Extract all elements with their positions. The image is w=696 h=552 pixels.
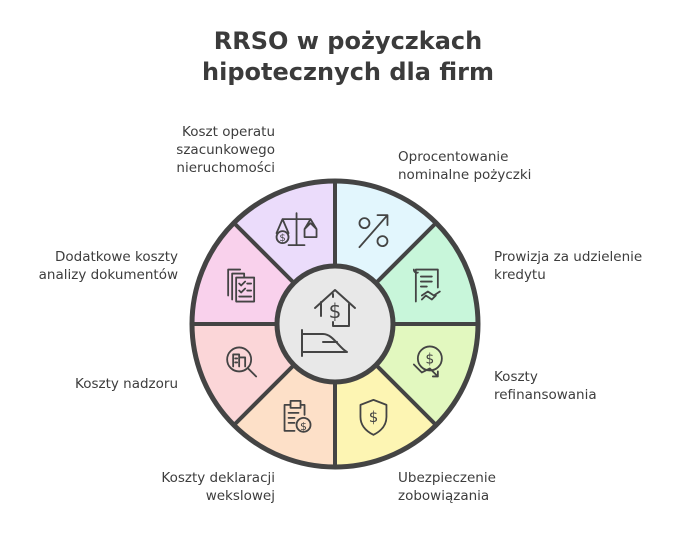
label-line: szacunkowego [176, 142, 275, 158]
percent-arrow-icon [358, 214, 389, 249]
label-line: refinansowania [494, 387, 597, 403]
svg-text:$: $ [425, 351, 434, 367]
house-dollar-hand-icon: $ [301, 289, 356, 357]
title-line-2: hipotecznych dla firm [202, 58, 494, 86]
segment-divider [374, 221, 438, 285]
shield-dollar-icon: $ [359, 398, 388, 436]
segment-divider [232, 221, 296, 285]
label-line: Dodatkowe koszty [54, 249, 178, 265]
title-line-1: RRSO w pożyczkach [213, 27, 483, 55]
svg-text:$: $ [300, 420, 307, 433]
label-line: nominalne pożyczki [398, 167, 532, 183]
documents-checklist-icon [227, 268, 256, 303]
segment-6 [192, 324, 294, 426]
svg-text:$: $ [279, 233, 285, 244]
segment-4 [335, 365, 437, 467]
label-analiza: Dodatkowe koszty analizy dokumentów [39, 248, 178, 284]
label-prowizja: Prowizja za udzielenie kredytu [494, 248, 642, 284]
label-line: nieruchomości [176, 160, 275, 176]
label-line: Koszt operatu [182, 124, 275, 140]
magnifier-building-icon [226, 346, 258, 378]
label-deklaracja: Koszty deklaracji wekslowej [161, 469, 275, 505]
segment-divider [374, 363, 438, 427]
label-ubezpieczenie: Ubezpieczenie zobowiązania [398, 469, 496, 505]
label-line: zobowiązania [398, 488, 490, 504]
contract-handshake-icon [412, 268, 441, 303]
segment-3 [376, 324, 478, 426]
label-oprocentowanie: Oprocentowanie nominalne pożyczki [398, 148, 531, 184]
label-line: analizy dokumentów [38, 267, 178, 283]
label-line: wekslowej [205, 488, 275, 504]
label-refinansowanie: Koszty refinansowania [494, 368, 597, 404]
segment-divider [232, 363, 296, 427]
label-line: Koszty nadzoru [75, 376, 178, 392]
label-line: Koszty [494, 369, 538, 385]
center-circle [274, 263, 396, 385]
dollar-refresh-icon: $ [412, 345, 443, 378]
label-line: Oprocentowanie [398, 149, 509, 165]
label-line: kredytu [494, 267, 546, 283]
label-line: Prowizja za udzielenie [494, 249, 643, 265]
label-operat: Koszt operatu szacunkowego nieruchomości [176, 123, 275, 177]
diagram-title: RRSO w pożyczkach hipotecznych dla firm [0, 26, 696, 88]
label-line: Ubezpieczenie [398, 470, 496, 486]
segment-1 [335, 181, 437, 283]
segment-2 [376, 222, 478, 324]
svg-text:$: $ [369, 408, 379, 426]
clipboard-dollar-icon: $ [283, 399, 312, 433]
label-nadzor: Koszty nadzoru [75, 375, 178, 393]
svg-text:$: $ [329, 299, 342, 323]
label-line: Koszty deklaracji [161, 470, 275, 486]
scale-dollar-house-icon: $ [275, 212, 318, 247]
